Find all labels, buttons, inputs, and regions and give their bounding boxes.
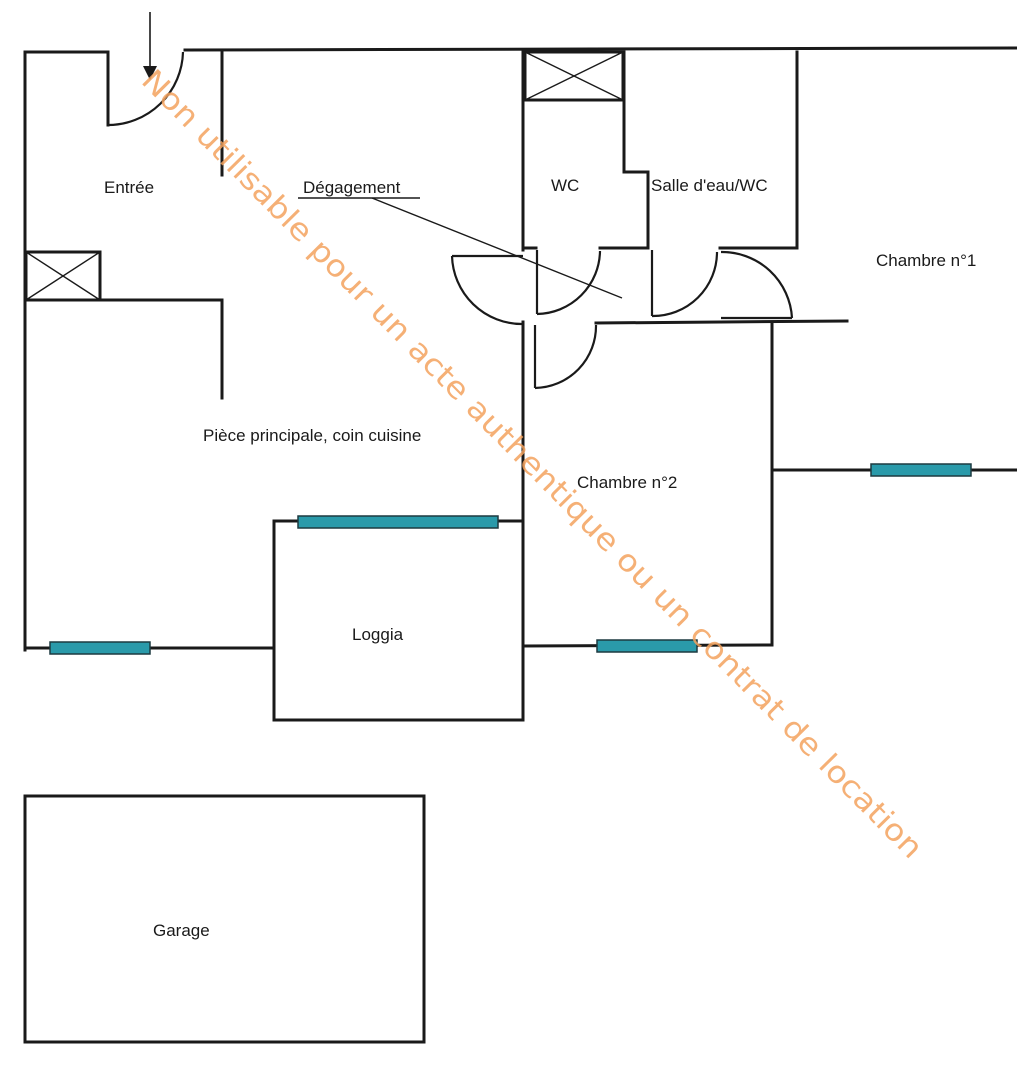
entrance-arrow xyxy=(143,12,157,80)
windows xyxy=(49,463,972,655)
cupboard-top xyxy=(523,50,625,102)
door-salle-eau xyxy=(651,251,719,318)
window-chambre1 xyxy=(870,463,972,477)
cupboard-left xyxy=(24,250,102,302)
label-piece-principale: Pièce principale, coin cuisine xyxy=(203,426,421,445)
door-degagement xyxy=(450,255,523,326)
door-chambre1 xyxy=(720,250,794,319)
entrance-door xyxy=(107,51,185,127)
label-salle-eau: Salle d'eau/WC xyxy=(651,176,768,195)
label-wc: WC xyxy=(551,176,579,195)
label-entree: Entrée xyxy=(104,178,154,197)
degagement-leader xyxy=(298,197,623,299)
label-chambre2: Chambre n°2 xyxy=(577,473,677,492)
garage-outline xyxy=(23,794,426,1044)
label-loggia: Loggia xyxy=(352,625,404,644)
window-kitchen xyxy=(49,641,151,655)
doors xyxy=(106,51,794,390)
label-degagement: Dégagement xyxy=(303,178,401,197)
window-loggia xyxy=(297,515,499,529)
walls xyxy=(23,46,1017,722)
window-chambre2 xyxy=(596,639,698,653)
label-garage: Garage xyxy=(153,921,210,940)
watermark: Non utilisable pour un acte authentique … xyxy=(134,63,929,866)
door-wc xyxy=(536,250,602,316)
label-chambre1: Chambre n°1 xyxy=(876,251,976,270)
door-chambre2 xyxy=(534,324,598,390)
